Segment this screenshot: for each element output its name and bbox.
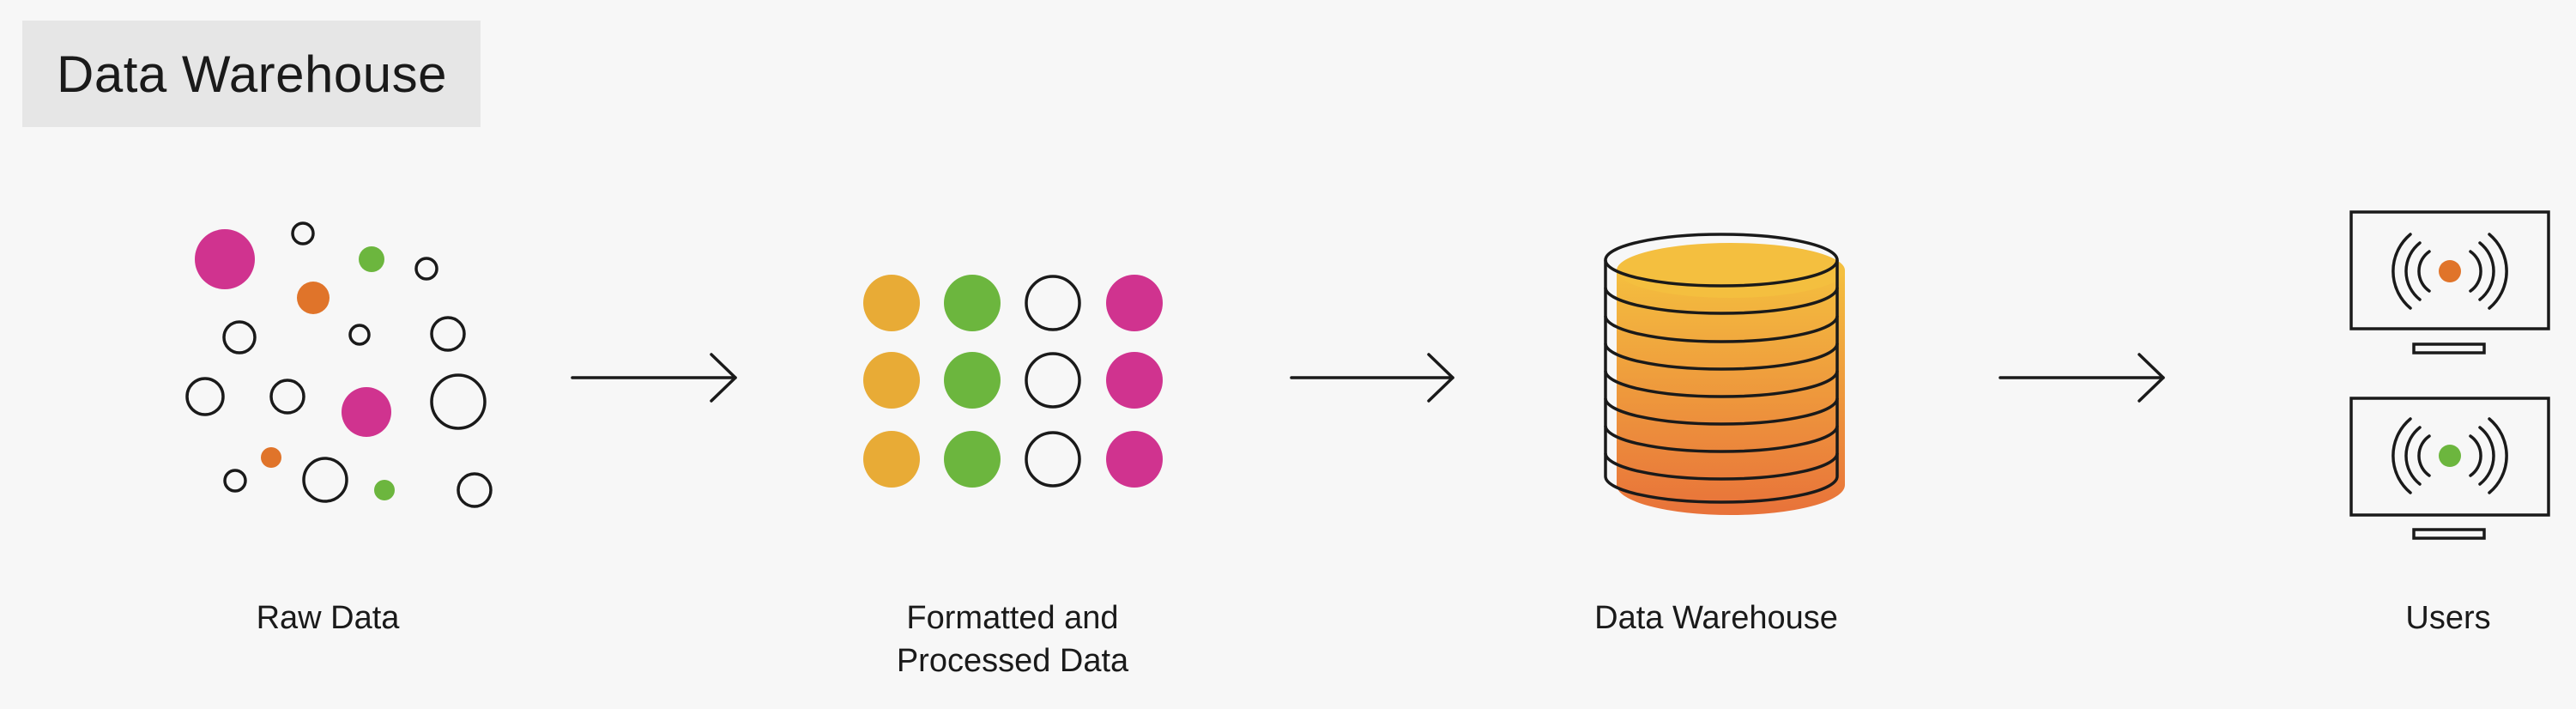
grid-dot-green	[944, 275, 1001, 331]
grid-dot-yellow	[863, 431, 920, 488]
scattered-dots-icon	[185, 221, 493, 508]
data-warehouse-label: Data Warehouse	[1594, 600, 1838, 636]
grid-dot-magenta	[1106, 352, 1163, 409]
raw-dot-orange	[297, 282, 330, 314]
right-arrow-icon	[1999, 353, 2165, 403]
monitor-broadcast-icon	[2349, 397, 2550, 540]
grid-dot-magenta	[1106, 431, 1163, 488]
grid-dot-yellow	[863, 352, 920, 409]
formatted-label-line2: Processed Data	[896, 643, 1129, 679]
raw-dot-outline	[223, 469, 247, 493]
monitor-dot-green	[2439, 445, 2461, 467]
grid-dot-outline	[1025, 352, 1081, 409]
raw-dot-green	[359, 246, 384, 272]
right-arrow-icon	[571, 353, 737, 403]
raw-dot-orange	[261, 447, 281, 468]
raw-dot-outline	[414, 257, 438, 281]
monitor-dot-orange	[2439, 260, 2461, 282]
raw-dot-outline	[302, 457, 348, 503]
raw-dot-outline	[185, 377, 225, 416]
raw-dot-magenta	[195, 229, 255, 289]
grid-dot-outline	[1025, 275, 1081, 331]
raw-dot-outline	[430, 316, 466, 352]
users-label: Users	[2405, 600, 2491, 636]
formatted-data-label: Formatted and Processed Data	[897, 597, 1128, 682]
title-box: Data Warehouse	[22, 21, 481, 127]
raw-dot-outline	[269, 379, 305, 415]
grid-dot-magenta	[1106, 275, 1163, 331]
grid-dot-green	[944, 431, 1001, 488]
raw-dot-outline	[348, 324, 371, 346]
grid-dot-yellow	[863, 275, 920, 331]
formatted-label-line1: Formatted and	[906, 600, 1119, 636]
dot-grid-icon	[863, 275, 1163, 488]
raw-dot-outline	[457, 472, 493, 508]
grid-dot-green	[944, 352, 1001, 409]
grid-dot-outline	[1025, 431, 1081, 488]
right-arrow-icon	[1290, 353, 1454, 403]
page-title: Data Warehouse	[57, 45, 448, 103]
raw-dot-magenta	[342, 387, 391, 437]
raw-data-label: Raw Data	[256, 600, 400, 636]
monitor-broadcast-icon	[2349, 210, 2550, 354]
raw-dot-outline	[291, 221, 315, 245]
raw-dot-outline	[222, 320, 257, 354]
raw-dot-green	[374, 480, 395, 500]
raw-dot-outline	[430, 373, 487, 430]
database-cylinder-icon	[1604, 233, 1845, 515]
